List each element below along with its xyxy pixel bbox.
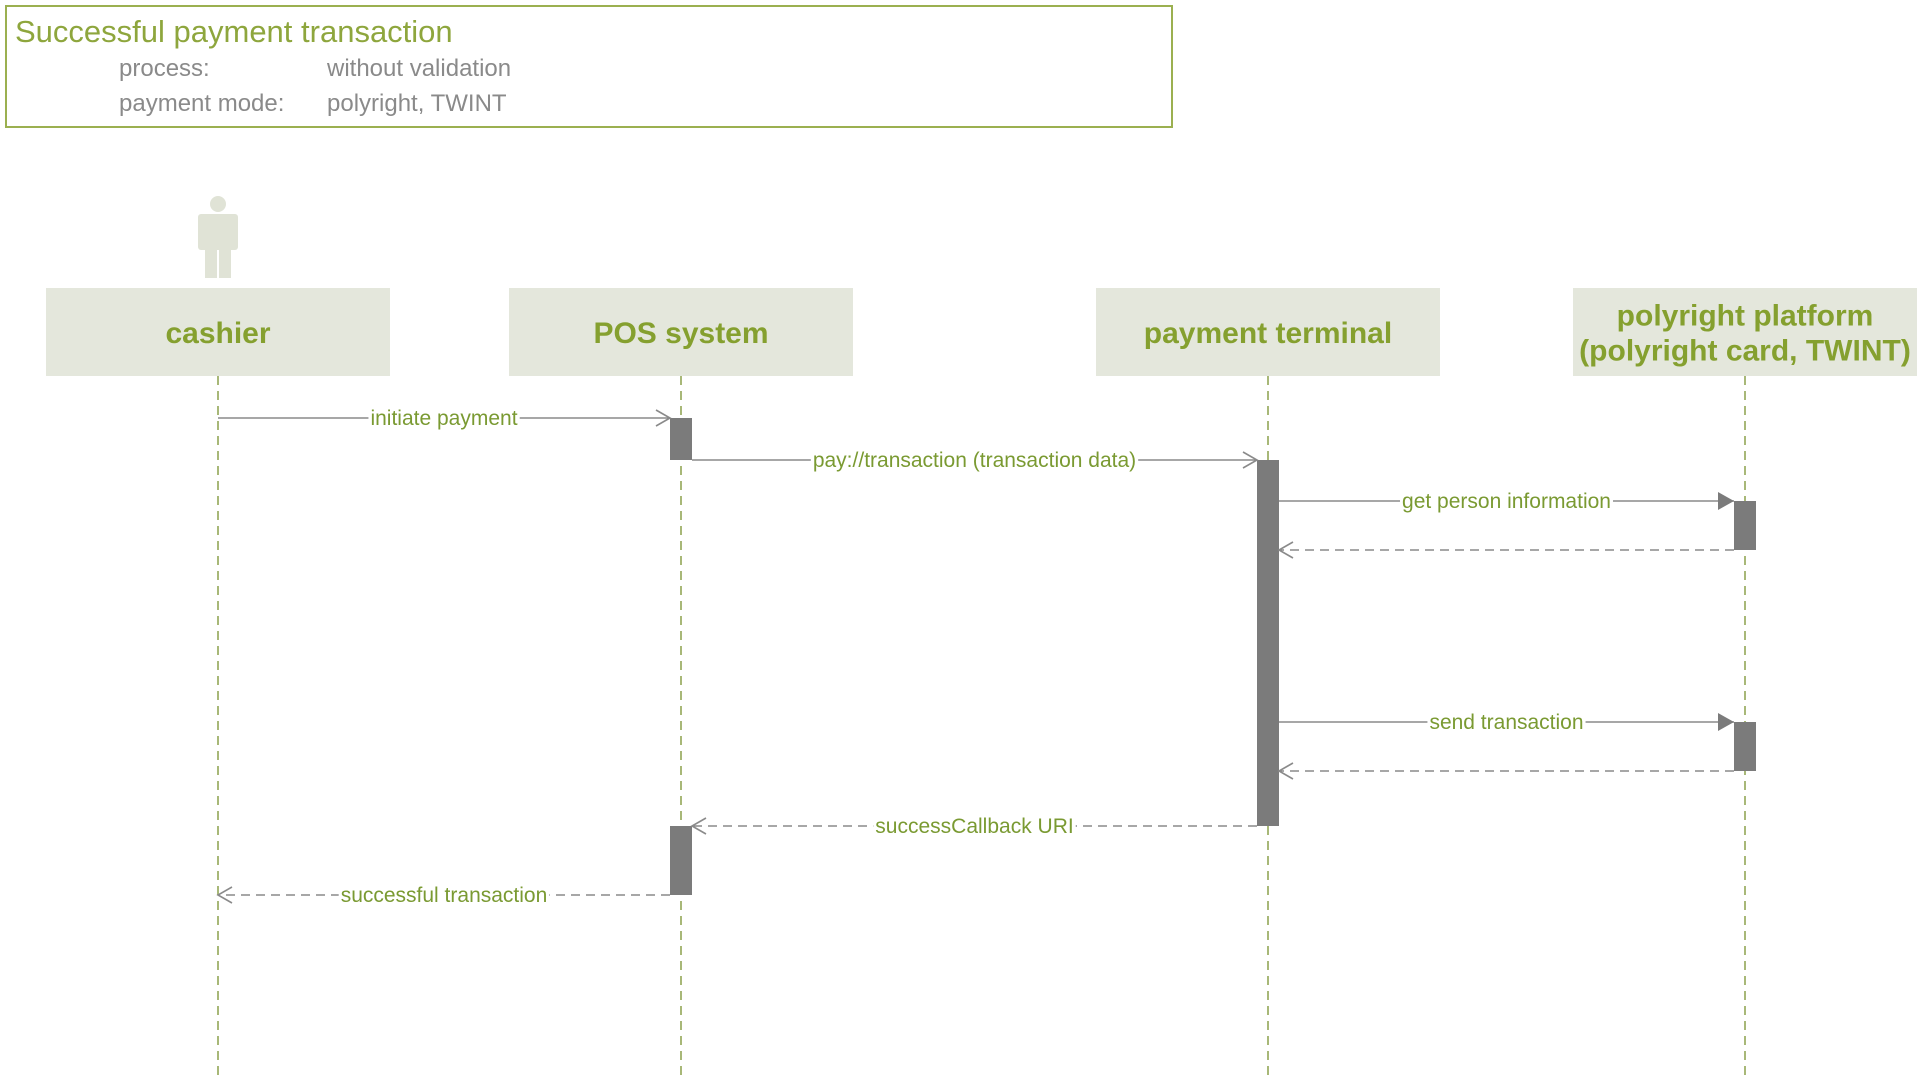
message-label: successful transaction xyxy=(341,884,548,907)
participant-pos-system: POS system xyxy=(509,288,853,376)
message-2: pay://transaction (transaction data) xyxy=(692,449,1259,472)
arrowhead-filled xyxy=(1718,713,1734,731)
participant-box xyxy=(46,288,390,376)
message-1: initiate payment xyxy=(218,407,672,430)
message-label: get person information xyxy=(1402,490,1611,513)
participant-cashier: cashier xyxy=(46,288,390,376)
arrowhead-open xyxy=(655,409,672,427)
activation-polyright-platform xyxy=(1734,722,1756,771)
participant-box xyxy=(509,288,853,376)
message-5: send transaction xyxy=(1279,711,1734,734)
arrowhead-open xyxy=(690,817,707,835)
message-label-bg xyxy=(368,407,520,430)
participant-label: payment terminal xyxy=(1144,317,1392,350)
diagram-frame: Successful payment transaction process: … xyxy=(5,5,1173,128)
participant-payment-terminal: payment terminal xyxy=(1096,288,1440,376)
activation-pos-system xyxy=(670,826,692,895)
activation-payment-terminal xyxy=(1257,460,1279,826)
frame-key-payment-mode: payment mode: xyxy=(119,90,284,117)
frame-title: Successful payment transaction xyxy=(15,14,453,49)
participant-label: cashier xyxy=(165,317,270,350)
message-label-bg xyxy=(1427,711,1586,734)
arrowhead-open xyxy=(216,886,233,904)
message-label-bg xyxy=(1400,490,1613,513)
frame-value-payment-mode: polyright, TWINT xyxy=(327,90,507,117)
message-label: successCallback URI xyxy=(875,815,1073,838)
participant-label: polyright platform xyxy=(1617,300,1874,333)
activation-polyright-platform xyxy=(1734,501,1756,550)
message-label-bg xyxy=(873,815,1076,838)
participant-box xyxy=(1573,288,1917,376)
message-3: get person information xyxy=(1279,490,1734,513)
participant-polyright-platform: polyright platform(polyright card, TWINT… xyxy=(1573,288,1917,376)
actor-icon xyxy=(198,196,238,278)
participant-label: (polyright card, TWINT) xyxy=(1579,335,1911,368)
message-label-bg xyxy=(810,449,1139,472)
participant-box xyxy=(1096,288,1440,376)
arrowhead-open xyxy=(1277,762,1294,780)
frame-border xyxy=(5,5,1173,128)
message-label: send transaction xyxy=(1429,711,1583,734)
activation-pos-system xyxy=(670,418,692,460)
message-7: successCallback URI xyxy=(690,815,1257,838)
arrowhead-open xyxy=(1277,541,1294,559)
message-label: pay://transaction (transaction data) xyxy=(813,449,1136,472)
participant-label: POS system xyxy=(593,317,768,350)
message-6 xyxy=(1277,762,1734,780)
arrowhead-filled xyxy=(1718,492,1734,510)
message-4 xyxy=(1277,541,1734,559)
message-label: initiate payment xyxy=(370,407,517,430)
message-label-bg xyxy=(338,884,550,907)
frame-key-process: process: xyxy=(119,55,210,82)
message-8: successful transaction xyxy=(216,884,670,907)
arrowhead-open xyxy=(1242,451,1259,469)
frame-value-process: without validation xyxy=(326,55,511,82)
